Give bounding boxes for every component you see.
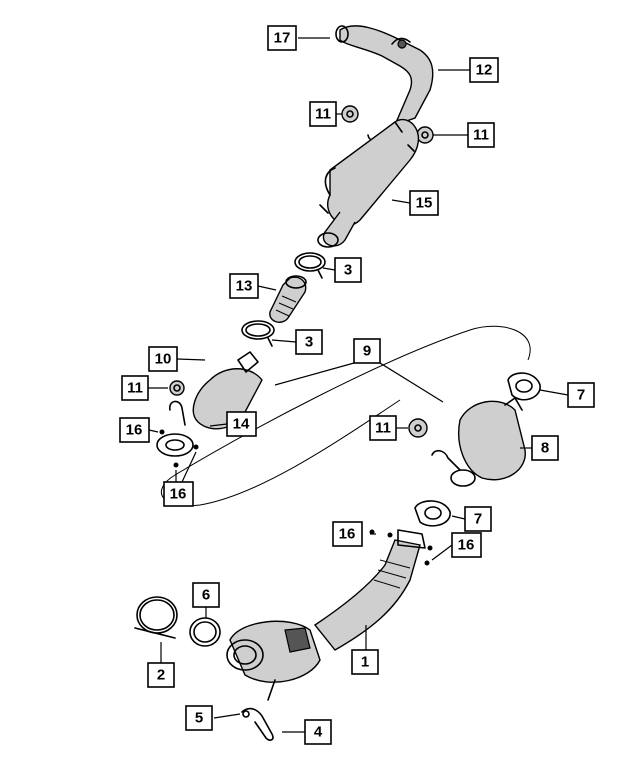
svg-text:10: 10 [155,351,172,368]
nut-dot-2 [193,444,199,450]
nut-dot-4 [369,529,375,535]
svg-text:11: 11 [127,380,143,397]
callout-14[interactable]: 14 [226,411,257,437]
callout-17[interactable]: 17 [267,25,297,51]
gasket-lower [414,500,451,527]
svg-text:11: 11 [315,106,331,123]
svg-text:16: 16 [170,486,187,503]
svg-text:16: 16 [126,422,143,439]
converter-right [431,397,526,487]
svg-text:14: 14 [233,416,250,433]
muffler [317,119,420,248]
svg-text:4: 4 [314,724,323,741]
callout-5[interactable]: 5 [185,705,213,731]
flex-pipe [269,275,307,323]
svg-text:6: 6 [202,587,210,604]
callout-7-lower[interactable]: 7 [464,506,492,532]
svg-text:5: 5 [195,710,203,727]
svg-text:13: 13 [236,278,253,295]
svg-text:12: 12 [476,62,493,79]
callout-3-lower[interactable]: 3 [295,329,323,355]
gasket-upper [507,372,541,401]
callout-12[interactable]: 12 [469,57,499,83]
callout-16-front-left[interactable]: 16 [332,521,363,547]
callout-11-top-right[interactable]: 11 [467,122,495,148]
callout-8[interactable]: 8 [531,435,559,461]
callout-13[interactable]: 13 [229,273,259,299]
svg-text:7: 7 [474,511,482,528]
callout-15[interactable]: 15 [409,190,439,216]
nut-dot-3 [173,462,179,468]
callout-11-right[interactable]: 11 [369,415,397,441]
tailpipe [335,25,434,141]
callout-16-front-right[interactable]: 16 [451,532,482,558]
callout-9[interactable]: 9 [353,338,381,364]
isolator-right [408,418,428,438]
svg-text:2: 2 [157,667,165,684]
clamp-lower [241,320,275,347]
callout-11-left[interactable]: 11 [121,375,149,401]
svg-text:17: 17 [274,30,291,47]
converter-left [156,351,263,457]
svg-text:15: 15 [416,195,433,212]
bracket [241,707,274,741]
isolator-top-right [416,126,434,144]
leader-lines [148,37,569,733]
band-clamp [134,596,178,639]
clamp-upper [294,252,326,279]
svg-text:3: 3 [305,334,313,351]
svg-text:7: 7 [577,387,585,404]
assembly-outline [160,325,531,507]
callout-1[interactable]: 1 [351,649,379,675]
svg-text:11: 11 [375,420,391,437]
svg-text:11: 11 [473,127,489,144]
svg-text:9: 9 [363,343,371,360]
callout-4[interactable]: 4 [304,719,332,745]
callout-10[interactable]: 10 [148,346,178,372]
callout-11-top-left[interactable]: 11 [309,101,337,127]
callout-6[interactable]: 6 [192,582,220,608]
callout-3-upper[interactable]: 3 [334,257,362,283]
svg-text:16: 16 [339,526,356,543]
turbo-elbow [226,620,321,701]
svg-text:3: 3 [344,262,352,279]
ring-gasket [189,617,221,647]
callout-16-left[interactable]: 16 [119,417,150,443]
isolator-left [169,380,185,396]
callout-16-bottom-left[interactable]: 16 [163,481,194,507]
isolator-top-left [341,105,359,123]
svg-text:1: 1 [361,654,369,671]
front-pipe [313,529,433,651]
callout-7-upper[interactable]: 7 [567,382,595,408]
nut-dot-5 [424,560,430,566]
svg-text:16: 16 [458,537,475,554]
callout-2[interactable]: 2 [147,662,175,688]
svg-text:8: 8 [541,440,549,457]
nut-dot-1 [159,429,165,435]
